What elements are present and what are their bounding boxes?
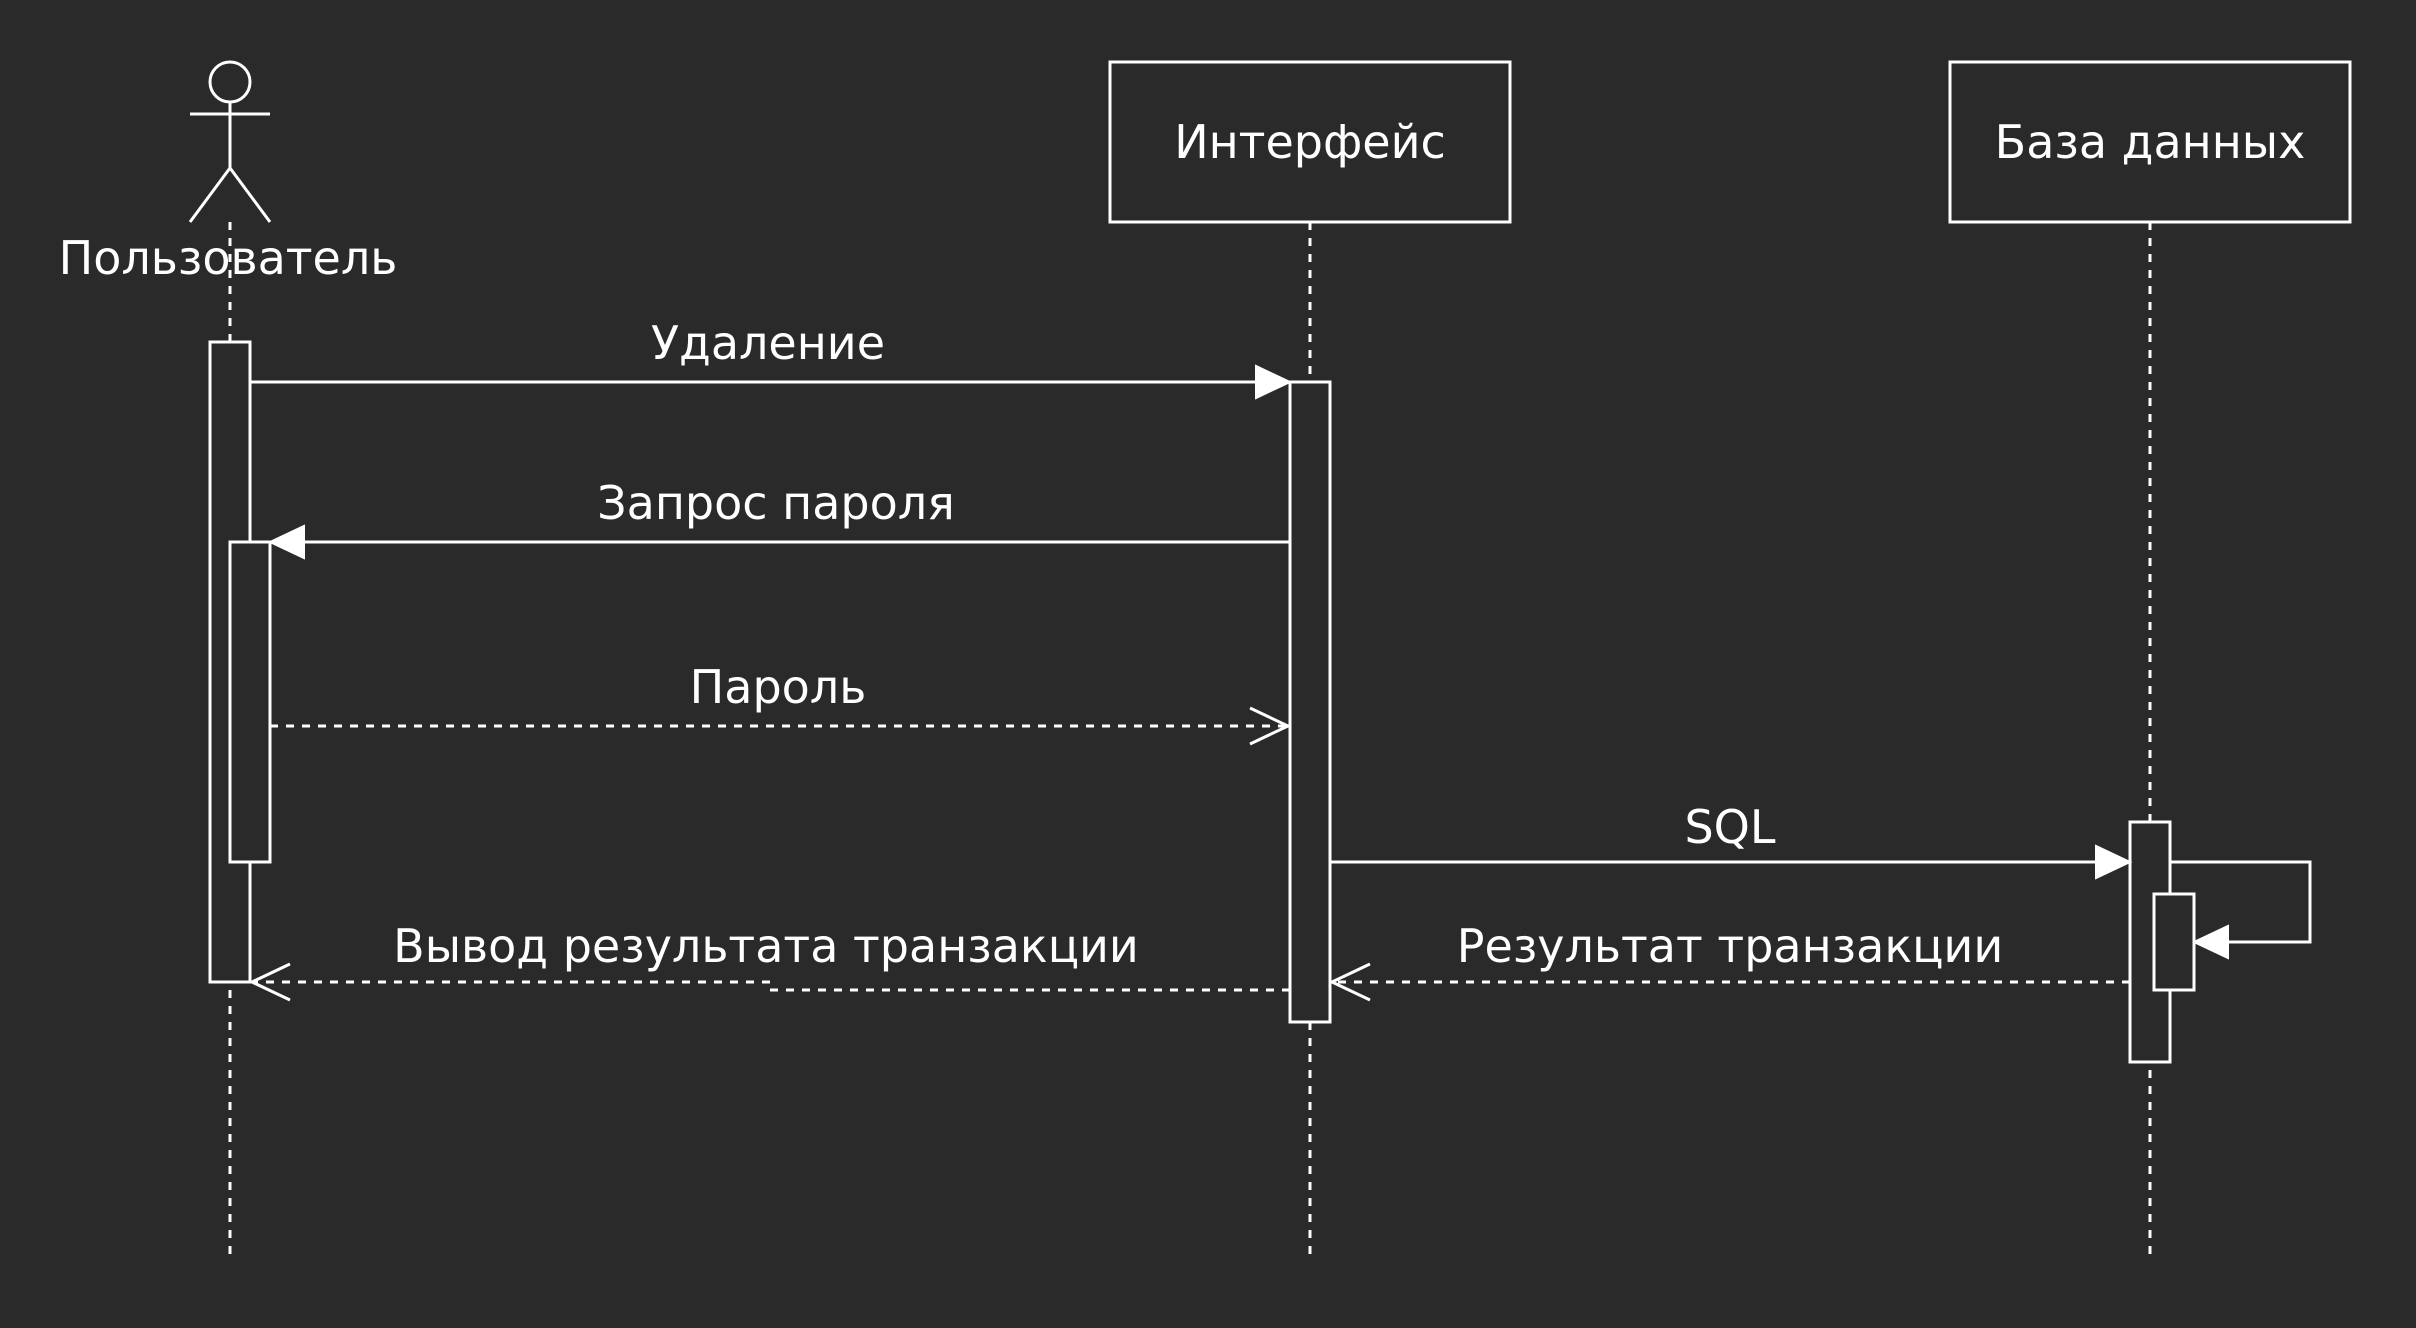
- activation-ui: [1288, 380, 1332, 1024]
- message-transaction-result-label: Результат транзакции: [1457, 919, 2003, 973]
- participant-db-label: База данных: [1995, 115, 2306, 169]
- message-output-result: Вывод результата транзакции: [248, 919, 1290, 1002]
- message-output-result-label: Вывод результата транзакции: [393, 919, 1139, 973]
- message-delete: Удаление: [250, 316, 1293, 400]
- activation-db-inner: [2152, 892, 2196, 992]
- participant-user-label: Пользователь: [59, 231, 398, 285]
- message-sql: SQL: [1330, 800, 2133, 880]
- message-transaction-result: Результат транзакции: [1328, 919, 2130, 1002]
- participant-ui-box: [1108, 60, 1512, 224]
- message-password-label: Пароль: [690, 660, 867, 714]
- message-delete-label: Удаление: [651, 316, 885, 370]
- message-sql-label: SQL: [1684, 800, 1775, 854]
- activation-user-inner: [228, 540, 272, 864]
- participant-ui-label: Интерфейс: [1174, 115, 1446, 169]
- actor-user-icon: [188, 60, 272, 223]
- message-password: Пароль: [270, 660, 1292, 746]
- message-self-call: [2170, 860, 2312, 960]
- participant-db-box: [1948, 60, 2352, 224]
- message-password-request-label: Запрос пароля: [597, 476, 955, 530]
- message-password-request: Запрос пароля: [267, 476, 1290, 560]
